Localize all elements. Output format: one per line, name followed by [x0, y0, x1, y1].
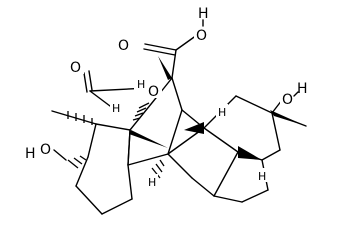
stereo-h-a-label: H [137, 78, 145, 91]
stereo-h-e-label: H [112, 102, 120, 115]
hash-h-b-2 [155, 163, 163, 173]
acid-carbonyl-o-label: O [118, 38, 129, 54]
bond-methyl-left [51, 110, 97, 125]
acid-h-label: H [198, 6, 209, 22]
hash-oh-left-2 [73, 157, 83, 165]
bond-ring-c-8 [213, 151, 239, 197]
bond-ring-a-5 [101, 198, 133, 215]
ring-o-label: O [148, 84, 159, 100]
hash-h-b-3 [151, 167, 161, 179]
lactone-carbonyl-o-label: O [70, 60, 81, 76]
wedge-right-quat [184, 122, 204, 134]
bond-ring-d-4 [261, 149, 281, 161]
bond-ring-a-3 [75, 156, 89, 187]
bond-acid-c-oh [175, 34, 198, 51]
wedge-center [129, 130, 168, 148]
stereo-h-c-label: H [218, 106, 226, 119]
skeleton-bonds [51, 34, 307, 215]
hash-oh-left-3 [67, 159, 79, 169]
bond-left-oh [53, 149, 67, 161]
hash-oh-left-1 [79, 155, 87, 161]
acid-o-label: O [196, 28, 207, 44]
bond-ring-c-7 [203, 127, 239, 153]
right-oh-h-label: H [297, 81, 308, 97]
bond-ring-b-2 [167, 109, 183, 155]
bond-ring-a-2 [87, 123, 97, 158]
bond-lactone-co-a [83, 72, 88, 93]
stereo-h-b-label: H [148, 176, 156, 189]
stereo-h-d-label: H [258, 170, 266, 183]
hash-h-b-1 [159, 159, 165, 167]
atom-labels: H O O O O H H O O H H H H [24, 6, 308, 189]
bond-ring-b-1 [127, 153, 169, 166]
wedge-methyl-right [270, 110, 306, 126]
left-oh-o-label: O [40, 142, 51, 158]
right-oh-o-label: O [282, 92, 293, 108]
wedge-acid [158, 56, 172, 80]
wedge-right-lower [238, 146, 262, 160]
bond-bridge-1 [129, 92, 161, 131]
hash-h-a-1 [132, 117, 141, 121]
hash-h-a-4 [138, 102, 150, 109]
bond-ring-c-3 [213, 195, 243, 203]
bond-acid-c-o-b [143, 48, 176, 56]
bond-ring-d-2 [235, 95, 273, 114]
hash-h-a-3 [136, 107, 147, 113]
bond-bridge-3 [171, 77, 183, 111]
bond-right-oh-h [293, 91, 299, 97]
hash-h-a-2 [134, 112, 144, 117]
bond-ring-b-4 [127, 129, 131, 166]
bond-ring-d-3 [271, 112, 281, 151]
left-oh-h-label: H [25, 146, 36, 162]
bond-ring-a-4 [75, 185, 103, 215]
bond-ring-c-2 [191, 177, 215, 197]
bond-lactone-co-b [88, 70, 93, 91]
stereo-bonds [67, 56, 306, 179]
bond-acid-c-o-a [144, 43, 177, 51]
bond-ring-a-1 [95, 123, 131, 131]
bond-ring-c-4 [241, 189, 269, 203]
bond-ring-a-6 [127, 164, 133, 200]
bond-ring-c-1 [167, 153, 193, 179]
